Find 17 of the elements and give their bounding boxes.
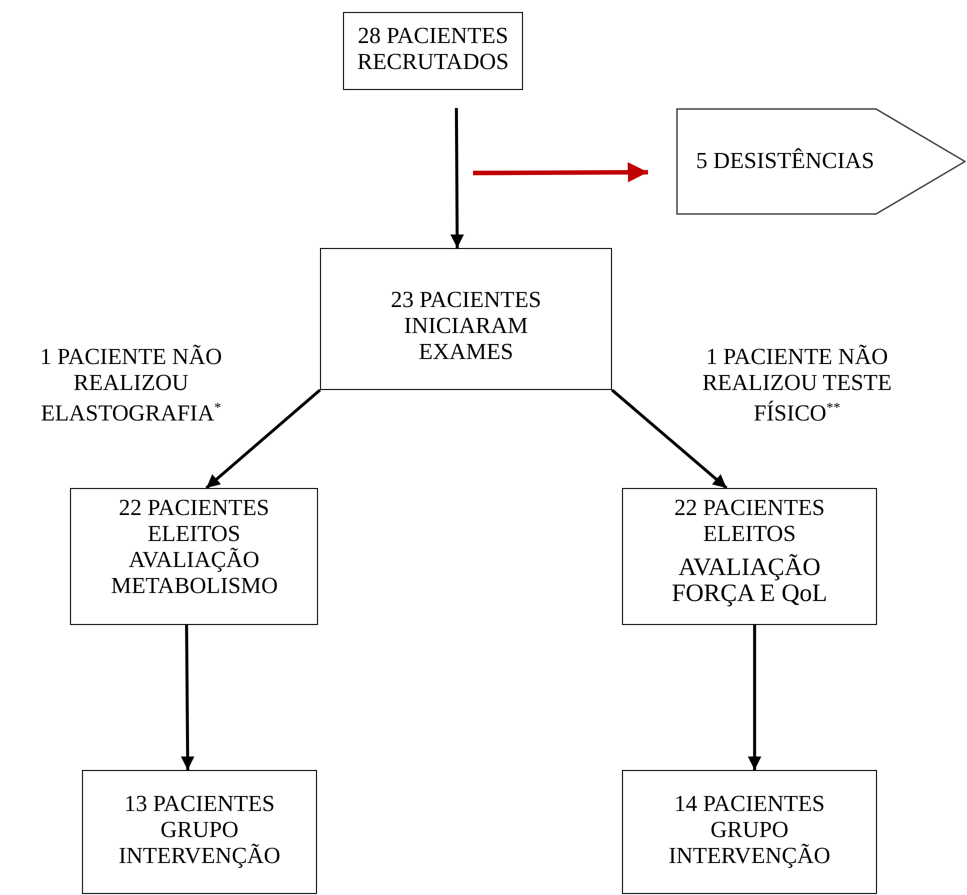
process-box	[343, 12, 523, 90]
box-text: 23 PACIENTES INICIARAM EXAMES	[390, 287, 542, 365]
process-box	[70, 488, 318, 625]
box-text: 22 PACIENTES ELEITOS AVALIAÇÃO METABOLISMO	[111, 495, 277, 599]
box-text: AVALIAÇÃO FORÇA E QoL	[670, 553, 828, 607]
note-text: 1 PACIENTE NÃO REALIZOU TESTE FÍSICO$^{**}$	[701, 344, 893, 427]
box-text: 28 PACIENTES RECRUTADOS	[356, 23, 510, 75]
box-text: 14 PACIENTES GRUPO INTERVENÇÃO	[668, 791, 832, 869]
note-text: 1 PACIENTE NÃO REALIZOU ELASTOGRAFIA$^{*}$	[39, 344, 223, 427]
box-text: 5 DESISTÊNCIAS	[696, 148, 876, 174]
process-box	[622, 770, 877, 894]
process-box	[622, 488, 877, 625]
process-box	[82, 770, 317, 894]
process-box	[320, 248, 612, 390]
pentagon-box	[676, 108, 966, 215]
box-text: 22 PACIENTES ELEITOS	[673, 495, 826, 547]
box-text: 13 PACIENTES GRUPO INTERVENÇÃO	[118, 791, 282, 869]
